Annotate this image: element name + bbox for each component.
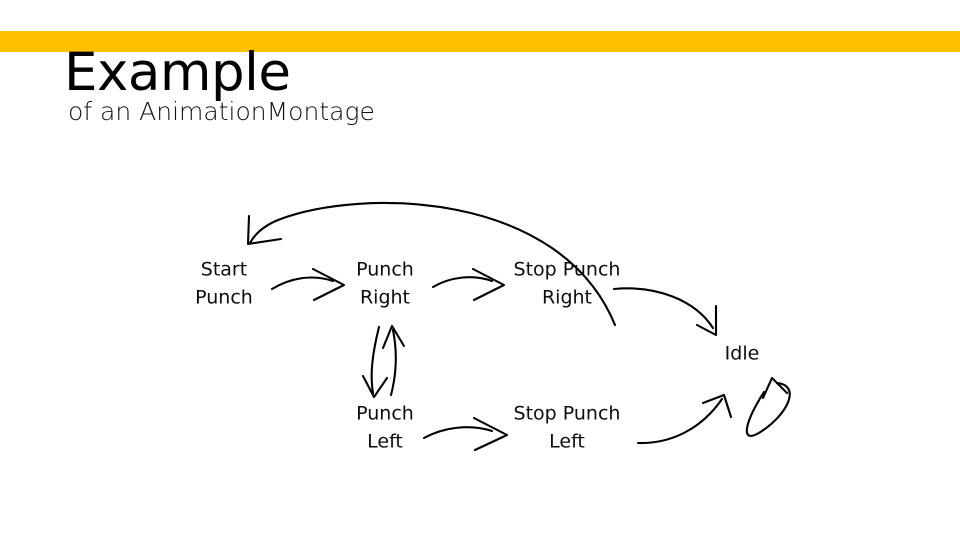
edge-stop-punch-right-to-idle	[612, 287, 718, 337]
edge-start-punch-to-punch-right	[270, 267, 346, 302]
node-stop-punch-right-label-line1: Stop Punch	[514, 259, 621, 281]
node-start-punch-label-line1: Start	[201, 259, 247, 281]
node-punch-left[interactable]: Punch Left	[356, 403, 414, 453]
node-start-punch[interactable]: Start Punch	[195, 259, 253, 309]
node-punch-left-label-line2: Left	[367, 431, 403, 453]
node-start-punch-label-line2: Punch	[195, 287, 253, 309]
edge-stop-punch-left-to-idle	[636, 393, 733, 445]
edge-idle-to-start-punch	[246, 201, 617, 327]
node-stop-punch-right-label-line2: Right	[542, 287, 592, 309]
node-stop-punch-left-label-line1: Stop Punch	[514, 403, 621, 425]
node-stop-punch-left[interactable]: Stop Punch Left	[514, 403, 621, 453]
node-idle-label-line1: Idle	[725, 343, 760, 365]
node-punch-right-label-line1: Punch	[356, 259, 414, 281]
page-subtitle: of an AnimationMontage	[68, 97, 375, 126]
node-punch-right-label-line2: Right	[360, 287, 410, 309]
edge-punch-right-to-stop-punch-right	[431, 267, 506, 302]
node-punch-right[interactable]: Punch Right	[356, 259, 414, 309]
edge-punch-left-to-stop-punch-left	[422, 416, 509, 452]
node-idle[interactable]: Idle	[725, 343, 760, 365]
accent-bar	[0, 31, 960, 52]
title-block: Example of an AnimationMontage	[64, 44, 924, 126]
page-title: Example	[64, 42, 291, 103]
edge-punch-right-to-punch-left	[361, 325, 389, 399]
node-stop-punch-right[interactable]: Stop Punch Right	[514, 259, 621, 309]
node-stop-punch-left-label-line2: Left	[549, 431, 585, 453]
edge-punch-left-to-punch-right	[381, 324, 406, 397]
state-machine-diagram: Start Punch Punch Right Stop Punch Right…	[0, 150, 960, 530]
edge-idle-self-loop	[745, 376, 791, 437]
node-punch-left-label-line1: Punch	[356, 403, 414, 425]
